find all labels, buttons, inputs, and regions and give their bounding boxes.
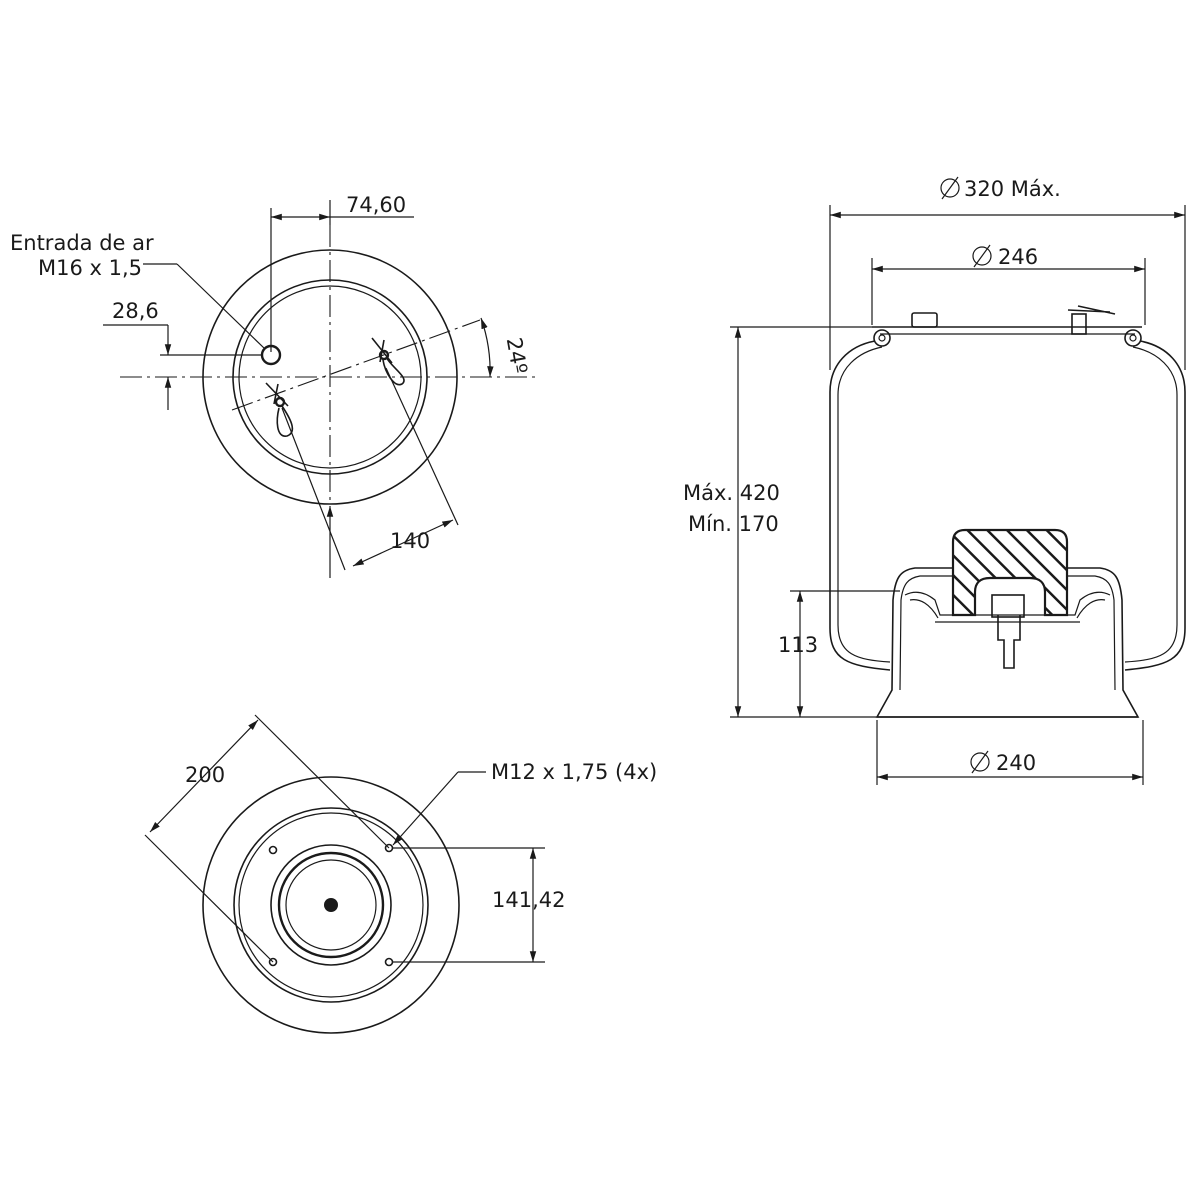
bellows-right-outer (1124, 340, 1186, 671)
crimp-bead-right (1124, 329, 1142, 347)
piston-inner-circle (270, 844, 392, 966)
dim-24-deg: 24º (502, 336, 532, 376)
dim-max-height: Máx. 420 (683, 481, 780, 505)
diameter-symbol-icon (970, 752, 990, 772)
top-view: Entrada de ar M16 x 1,5 74,60 28,6 24º (10, 193, 540, 578)
mounting-hole-icon (384, 843, 394, 853)
air-inlet-label-1: Entrada de ar (10, 231, 154, 255)
mounting-hole-icon (268, 957, 278, 967)
air-inlet-label-2: M16 x 1,5 (38, 256, 142, 280)
dim-200: 200 (185, 763, 225, 787)
thread-label: M12 x 1,75 (4x) (491, 760, 657, 784)
piston (875, 567, 1140, 718)
diameter-symbol-icon (940, 178, 960, 198)
dim-74-60: 74,60 (346, 193, 406, 217)
mounting-hole-icon (384, 957, 394, 967)
bottom-view: 200 141,42 M12 x 1,75 (4x) (144, 714, 657, 1034)
dim-141-42: 141,42 (492, 888, 565, 912)
center-hole-icon (324, 898, 338, 912)
side-view: 320 Máx. 246 240 Máx. 420 Mín. 170 113 (683, 176, 1186, 785)
piston-base-circle (233, 807, 429, 1003)
dim-113: 113 (778, 633, 818, 657)
crimp-bead-left (873, 329, 891, 347)
stud-pin-icon (1067, 305, 1116, 335)
bumper-stop (951, 528, 1069, 617)
mounting-hole-icon (268, 845, 278, 855)
stud-pin-icon (265, 382, 294, 437)
dim-320-max: 320 Máx. (964, 177, 1061, 201)
dim-240: 240 (996, 751, 1036, 775)
stud-pin-icon (371, 337, 405, 386)
bottom-outer-circle (202, 776, 460, 1034)
dim-246: 246 (998, 245, 1038, 269)
dim-140: 140 (390, 529, 430, 553)
bellows-left-outer (829, 340, 891, 671)
top-angled-centerline (231, 319, 481, 411)
dim-28-6: 28,6 (112, 299, 159, 323)
center-bolt (997, 615, 1021, 669)
dim-min-height: Mín. 170 (688, 512, 779, 536)
air-inlet-leader (176, 263, 266, 350)
air-inlet-fitting (911, 312, 938, 328)
diameter-symbol-icon (972, 246, 992, 266)
